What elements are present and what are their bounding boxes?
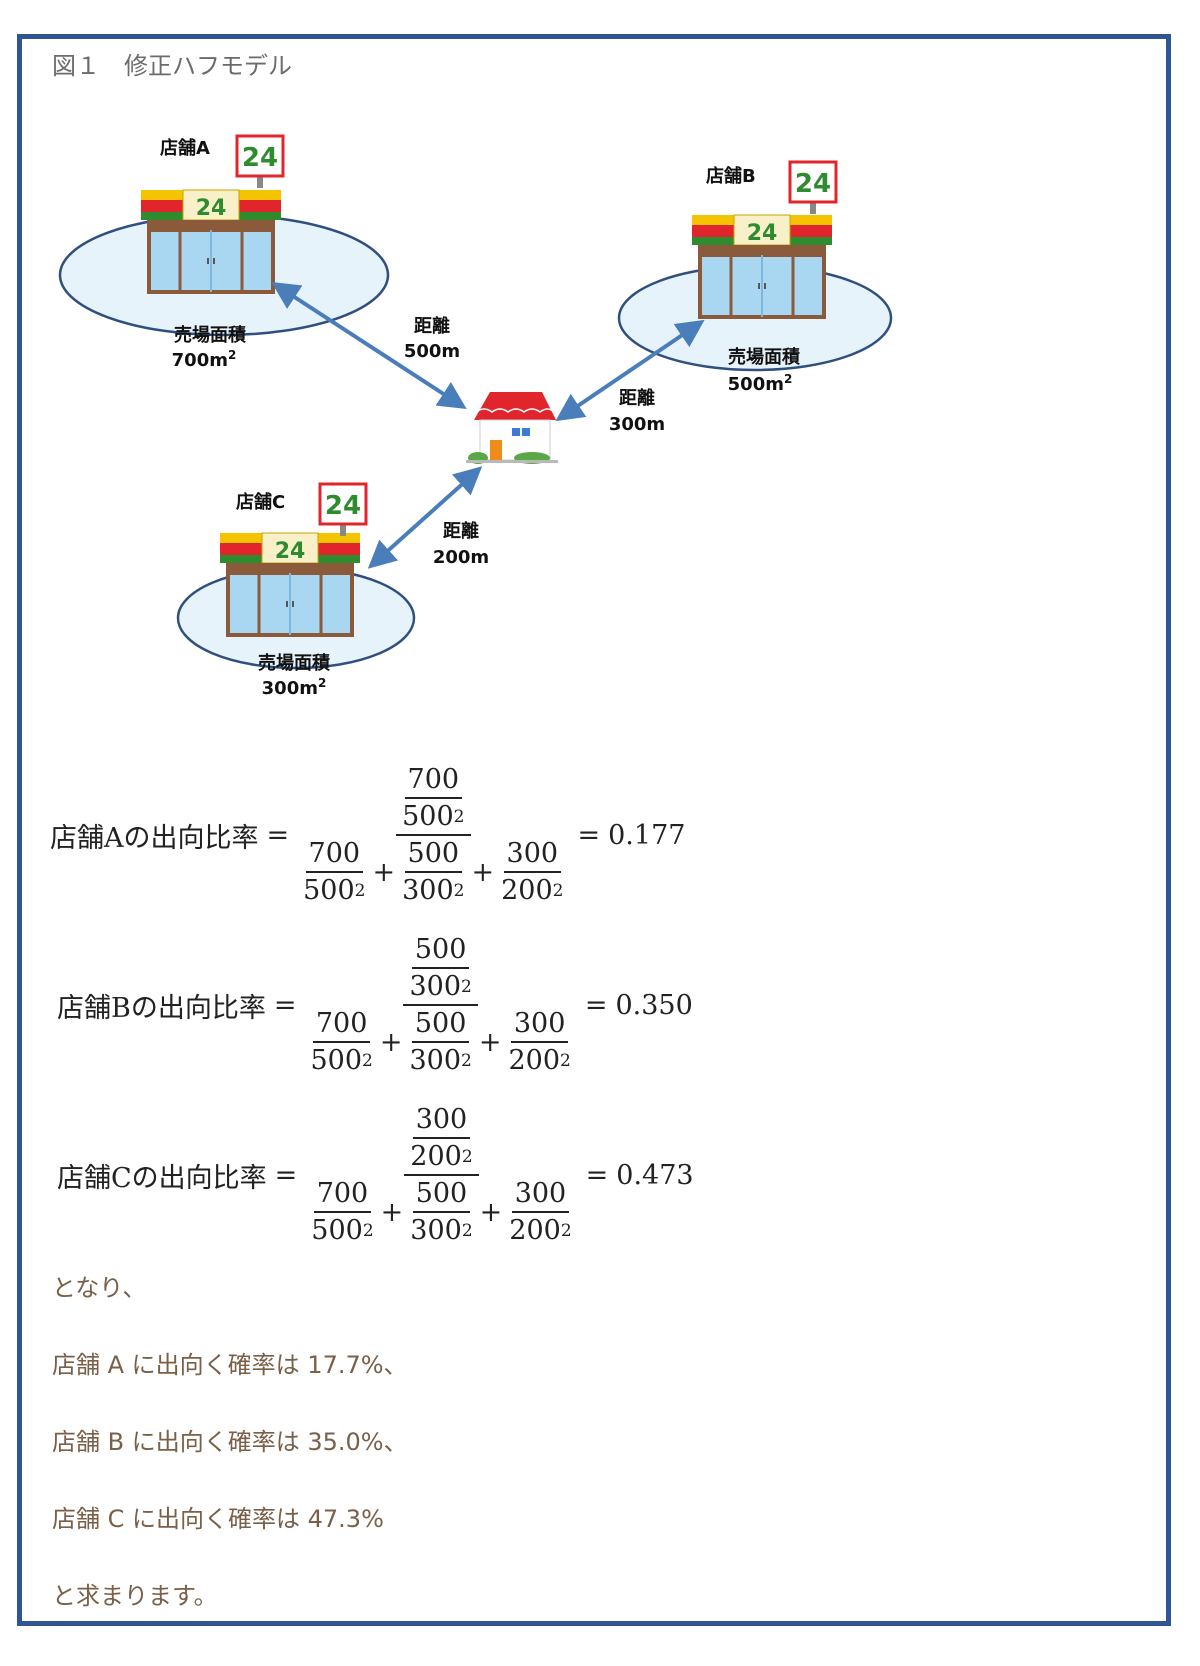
distance-arrow-c — [367, 466, 483, 569]
formula-result: 0.177 — [608, 819, 686, 851]
distance-c-value: 200m — [433, 547, 489, 568]
store-b-awning-sign: 24 — [747, 221, 778, 246]
figure-title: 図１ 修正ハフモデル — [52, 52, 292, 80]
distance-a-label: 距離 — [414, 315, 450, 337]
store-c-awning-sign: 24 — [275, 539, 306, 564]
store-c-area-value: 300m2 — [262, 676, 327, 699]
distance-b-label: 距離 — [619, 387, 655, 409]
distance-arrow-a — [271, 281, 467, 410]
formula-lhs: 店舗Cの出向比率 — [57, 1162, 267, 1194]
store-c-name: 店舗C — [236, 491, 285, 513]
store-b: 24 24 店舗B 売場面積 500m2 — [617, 160, 893, 395]
distance-a-value: 500m — [404, 341, 460, 362]
conclusion-line-4: 店舗 C に出向く確率は 47.3% — [52, 1505, 384, 1533]
house-icon — [466, 392, 558, 464]
formula-result: 0.350 — [615, 989, 693, 1021]
formula-result: 0.473 — [616, 1159, 694, 1191]
huff-model-diagram: 24 24 店舗A 売場面積 700m2 24 24 店舗B 売場面積 500m… — [58, 134, 893, 699]
store-b-area-label: 売場面積 — [728, 346, 801, 368]
figure-frame — [17, 34, 1171, 1626]
conclusion-line-3: 店舗 B に出向く確率は 35.0%、 — [52, 1428, 408, 1456]
store-a-area-value: 700m2 — [172, 348, 237, 371]
distance-arrow-b — [555, 319, 705, 422]
store-a-area-label: 売場面積 — [174, 324, 247, 346]
store-c-pole-sign: 24 — [325, 491, 361, 521]
conclusion-line-2: 店舗 A に出向く確率は 17.7%、 — [52, 1351, 408, 1379]
store-a-awning-sign: 24 — [196, 196, 227, 221]
store-b-pole-sign: 24 — [795, 169, 831, 199]
formula-lhs: 店舗Bの出向比率 — [57, 992, 266, 1024]
store-b-name: 店舗B — [706, 165, 756, 187]
distance-c-label: 距離 — [443, 520, 479, 542]
store-c-area-label: 売場面積 — [258, 652, 331, 674]
store-b-area-value: 500m2 — [728, 372, 793, 395]
store-a-name: 店舗A — [160, 137, 210, 159]
store-a: 24 24 店舗A 売場面積 700m2 — [58, 134, 390, 371]
store-c: 24 24 店舗C 売場面積 300m2 — [176, 482, 416, 699]
distance-b-value: 300m — [609, 414, 665, 435]
conclusion-line-5: と求まります。 — [52, 1582, 218, 1610]
formula-lhs: 店舗Aの出向比率 — [50, 822, 259, 854]
conclusion-line-1: となり、 — [52, 1274, 147, 1302]
store-a-pole-sign: 24 — [242, 143, 278, 173]
